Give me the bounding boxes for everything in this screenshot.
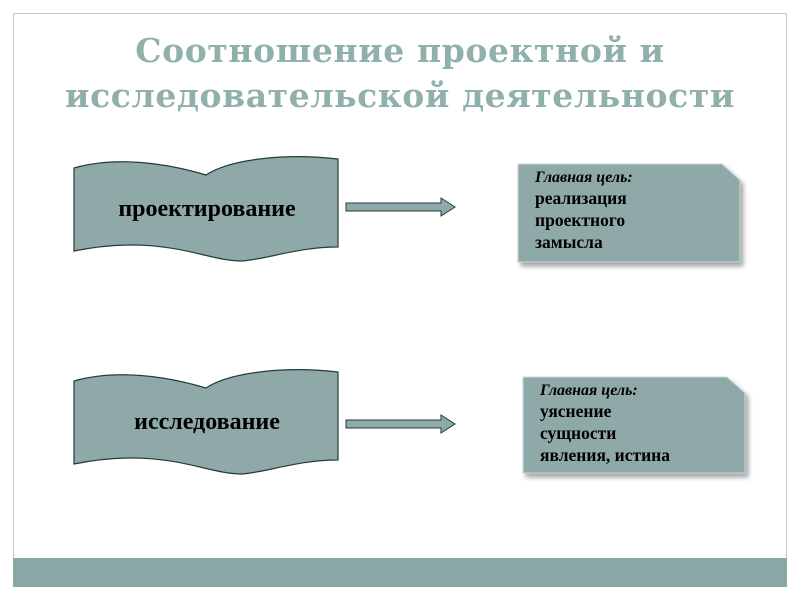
footer-bar xyxy=(13,558,787,587)
slide-title: Соотношение проектной и исследовательско… xyxy=(20,28,780,118)
goal-text-research: уяснение сущности явления, истина xyxy=(540,401,671,465)
goal-text-design: реализация проектного замысла xyxy=(535,188,627,252)
goal-box-design: Главная цель: реализация проектного замы… xyxy=(518,164,740,262)
arrow-research-to-goal xyxy=(345,414,456,434)
goal-shape-research xyxy=(522,376,746,474)
process-label-research: исследование xyxy=(134,409,280,435)
slide-title-line-1: Соотношение проектной и xyxy=(135,31,665,70)
arrow-design-to-goal xyxy=(345,197,456,217)
goal-heading-design: Главная цель: xyxy=(535,169,633,186)
goal-shape-design xyxy=(517,163,741,263)
process-shape-design xyxy=(73,156,339,262)
goal-heading-research: Главная цель: xyxy=(540,382,638,399)
process-label-design: проектирование xyxy=(118,196,296,222)
process-shape-research xyxy=(73,369,339,475)
goal-box-research: Главная цель: уяснение сущности явления,… xyxy=(523,377,745,473)
slide-title-line-2: исследовательской деятельности xyxy=(65,76,735,115)
